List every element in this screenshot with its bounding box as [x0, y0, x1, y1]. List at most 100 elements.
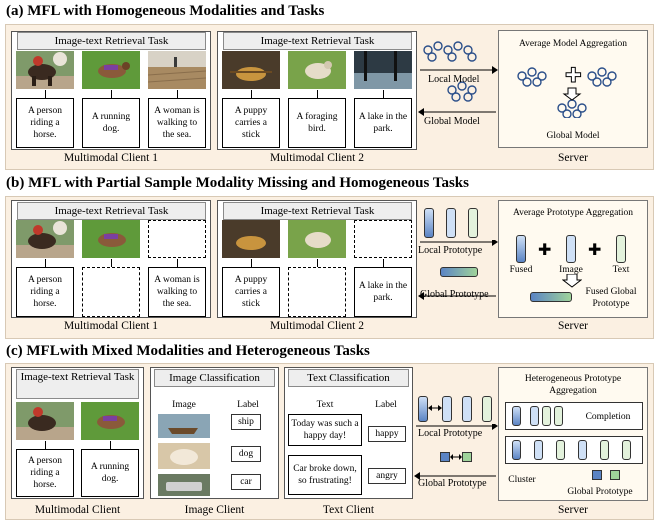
proto-bar [600, 440, 609, 460]
horse-image [16, 51, 74, 89]
client1-caption-b: Multimodal Client 1 [64, 320, 158, 332]
link-arrow [251, 259, 252, 267]
text-horse: A person riding a horse. [16, 267, 74, 317]
text-cls-title: Text Classification [288, 369, 409, 387]
link-arrow [251, 90, 252, 98]
missing-image [148, 220, 206, 258]
lake-image [354, 51, 412, 89]
text-horse: A person riding a horse. [16, 98, 74, 148]
horse-image [16, 402, 74, 440]
panel-a-heading: (a) MFL with Homogeneous Modalities and … [6, 3, 325, 19]
cluster-box [505, 436, 643, 464]
image-cls-title: Image Classification [154, 369, 275, 387]
link-arrow [111, 259, 112, 267]
link-arrow [45, 90, 46, 98]
text-sample-angry: Car broke down, so frustrating! [288, 455, 362, 495]
double-arrow-icon [450, 454, 462, 460]
proto-bar [530, 406, 539, 426]
proto-bar [512, 440, 521, 460]
server-b-title: Average Prototype Aggregation [512, 208, 634, 218]
local-model-label: Local Model [428, 74, 480, 85]
text-dog: A running dog. [82, 98, 140, 148]
fused-global-prototype-bar [530, 292, 572, 302]
text-woman: A woman is walking to the sea. [148, 267, 206, 317]
global-prototype-label-c: Global Prototype [418, 478, 487, 489]
text-prototype-bar [616, 235, 626, 263]
down-arrow-icon [562, 274, 582, 288]
prototype-bar [424, 208, 434, 238]
local-prototype-label: Local Prototype [418, 245, 483, 256]
text-lake: A lake in the park. [354, 98, 412, 148]
panel-c-heading: (c) MFLwith Mixed Modalities and Heterog… [6, 343, 370, 359]
completion-label: Completion [585, 412, 631, 422]
server-caption-a: Server [557, 152, 588, 164]
prototype-bar [442, 396, 452, 422]
link-arrow [111, 90, 112, 98]
ship-image [158, 414, 210, 438]
label-col-header: Label [237, 400, 259, 410]
link-arrow [45, 441, 46, 449]
label-angry: angry [368, 468, 406, 484]
panel-b-heading: (b) MFL with Partial Sample Modality Mis… [6, 175, 469, 191]
text-puppy: A puppy carries a stick [222, 267, 280, 317]
client1-caption-a: Multimodal Client 1 [64, 152, 158, 164]
link-arrow [383, 259, 384, 267]
text-horse: A person riding a horse. [16, 449, 74, 497]
model-flow-arrows [418, 41, 498, 116]
task-title-b1: Image-text Retrieval Task [17, 202, 206, 220]
proto-bar [622, 440, 631, 460]
dog-image [81, 402, 139, 440]
beach-image [148, 51, 206, 89]
server-a-title: Average Model Aggregation [519, 39, 627, 49]
missing-image [354, 220, 412, 258]
prototype-bar [468, 208, 478, 238]
server-caption-b: Server [557, 320, 588, 332]
text-sample-happy: Today was such a happy day! [288, 414, 362, 446]
label-col-header: Label [375, 400, 397, 410]
text-woman: A woman is walking to the sea. [148, 98, 206, 148]
text-bird: A foraging bird. [288, 98, 346, 148]
local-prototype-label-c: Local Prototype [418, 428, 483, 439]
missing-text [288, 267, 346, 317]
text-col-header: Text [316, 400, 334, 410]
link-arrow [177, 259, 178, 267]
missing-text [82, 267, 140, 317]
label-dog: dog [231, 446, 261, 462]
server-b-result: Fused Global Prototype [585, 287, 637, 309]
text-client-caption: Text Client [322, 504, 375, 516]
server-caption-c: Server [557, 504, 588, 516]
hetero-flow-arrows [414, 424, 498, 480]
plus-icon: ✚ [538, 240, 552, 259]
global-model-label: Global Model [424, 116, 480, 127]
label-car: car [231, 474, 261, 490]
text-dog: A running dog. [81, 449, 139, 497]
client2-caption-a: Multimodal Client 2 [270, 152, 364, 164]
fused-label: Fused [509, 265, 533, 275]
puppy-image [222, 51, 280, 89]
image-client-caption: Image Client [184, 504, 245, 516]
prototype-bar [418, 396, 428, 422]
link-arrow [317, 259, 318, 267]
image-prototype-bar [566, 235, 576, 263]
proto-bar [534, 440, 543, 460]
global-proto-square [462, 452, 472, 462]
dog-image [82, 220, 140, 258]
double-arrow-icon [428, 405, 442, 411]
server-c [498, 367, 648, 501]
prototype-flow-arrows [418, 240, 498, 300]
task-title-b2: Image-text Retrieval Task [223, 202, 412, 220]
proto-bar [578, 440, 587, 460]
text-lake: A lake in the park. [354, 267, 412, 317]
link-arrow [110, 441, 111, 449]
prototype-bar [446, 208, 456, 238]
proto-bar [554, 406, 563, 426]
global-proto-square [592, 470, 602, 480]
global-proto-square [610, 470, 620, 480]
bird-image [288, 220, 346, 258]
prototype-bar [462, 396, 472, 422]
mm-client-caption: Multimodal Client [34, 504, 121, 516]
link-arrow [383, 90, 384, 98]
client2-caption-b: Multimodal Client 2 [270, 320, 364, 332]
global-prototype-label: Global Prototype [420, 289, 489, 300]
label-happy: happy [368, 426, 406, 442]
